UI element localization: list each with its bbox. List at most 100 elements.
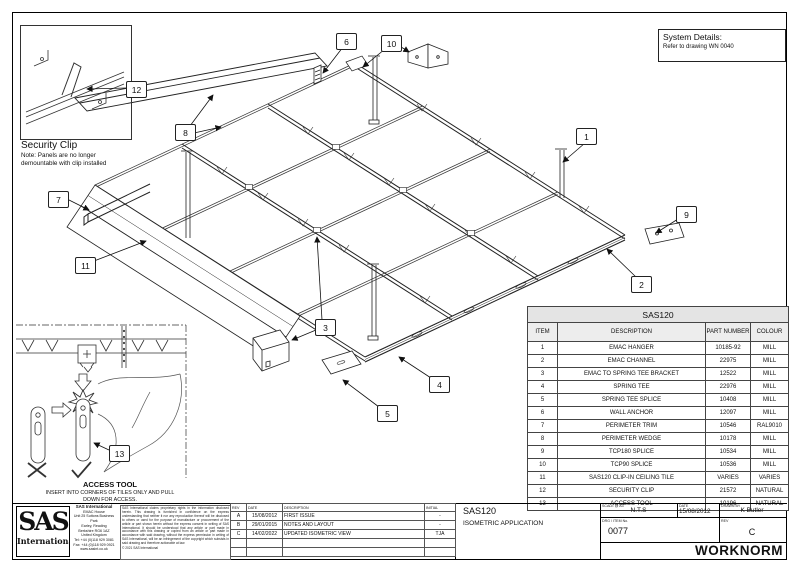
part-item: 6 xyxy=(527,406,558,420)
parts-table-title: SAS120 xyxy=(526,306,790,323)
part-item: 4 xyxy=(527,380,558,394)
address-line: Unit 25 Suttons Business Park xyxy=(73,514,115,524)
access-tool-note-1: INSERT INTO CORNERS OF TILES ONLY AND PU… xyxy=(45,490,175,496)
system-details-box: System Details: Refer to drawing WN 0040 xyxy=(658,29,786,62)
drg-item-label: DRG / ITEM No. xyxy=(602,519,629,523)
part-number: 10178 xyxy=(705,432,751,446)
col-colour: COLOUR xyxy=(749,322,790,342)
col-desc: DESCRIPTION xyxy=(557,322,706,342)
title-block-divider-3 xyxy=(600,503,601,559)
copyright-disclaimer: SAS International claims proprietary rig… xyxy=(120,505,231,560)
rev-desc: UPDATED ISOMETRIC VIEW xyxy=(282,529,425,539)
address-line: Berkshire RG6 1AZ xyxy=(78,528,110,533)
address-line: www.sasint.co.uk xyxy=(80,547,108,552)
part-colour: MILL xyxy=(749,354,790,368)
part-number: 10196 xyxy=(705,497,751,511)
company-logo: SAS International xyxy=(16,506,70,557)
balloon-7: 7 xyxy=(48,191,69,208)
balloon-2: 2 xyxy=(631,276,652,293)
drawn-by-value: K Butler xyxy=(740,507,764,514)
balloon-8: 8 xyxy=(175,124,196,141)
revision-row-empty xyxy=(230,547,456,557)
description-col: DESCRIPTION xyxy=(282,503,425,512)
parts-table-title-row: SAS120 xyxy=(526,306,790,323)
date-col: DATE xyxy=(246,503,283,512)
part-number: 10546 xyxy=(705,419,751,433)
address-line: Tel: +44 (0)118 929 3081 xyxy=(74,537,114,542)
part-item: 12 xyxy=(527,484,558,498)
part-colour: VARIES xyxy=(749,471,790,485)
balloon-9: 9 xyxy=(676,206,697,223)
revision-table: REV DATE DESCRIPTION INITIAL A 15/08/201… xyxy=(230,503,456,557)
date-label: DATE xyxy=(679,504,689,508)
rev-id: B xyxy=(230,520,247,530)
rev-date: 14/02/2022 xyxy=(246,529,283,539)
part-number: 22976 xyxy=(705,380,751,394)
part-colour: MILL xyxy=(749,393,790,407)
info-grid-line-2 xyxy=(600,542,787,543)
part-item: 5 xyxy=(527,393,558,407)
rev-id: C xyxy=(230,529,247,539)
part-desc: WALL ANCHOR xyxy=(557,406,706,420)
part-colour: MILL xyxy=(749,406,790,420)
part-number: 21572 xyxy=(705,484,751,498)
address-line: EMAC House xyxy=(83,509,105,514)
drg-item-value: 0077 xyxy=(608,526,629,536)
balloon-6: 6 xyxy=(336,33,357,50)
address-line: United Kingdom xyxy=(81,533,107,538)
part-number: 12522 xyxy=(705,367,751,381)
part-desc: EMAC TO SPRING TEE BRACKET xyxy=(557,367,706,381)
revision-row: A 15/08/2012 FIRST ISSUE - xyxy=(230,511,456,521)
rev-label: REV xyxy=(721,519,729,523)
part-item: 11 xyxy=(527,471,558,485)
scale-value: N.T.S xyxy=(630,507,647,514)
rev-value: C xyxy=(748,527,756,537)
part-item: 8 xyxy=(527,432,558,446)
sheet-border xyxy=(12,12,787,560)
parts-table-header-row: ITEM DESCRIPTION PART NUMBER COLOUR xyxy=(527,322,790,342)
info-grid-divider-1 xyxy=(677,503,678,517)
part-desc: TCP90 SPLICE xyxy=(557,458,706,472)
revision-header-row: REV DATE DESCRIPTION INITIAL xyxy=(230,503,456,512)
balloon-12: 12 xyxy=(126,81,147,98)
part-desc: PERIMETER WEDGE xyxy=(557,432,706,446)
rev-desc: NOTES AND LAYOUT xyxy=(282,520,425,530)
address-line: Fax: +44 (0)118 929 0921 xyxy=(73,542,115,547)
part-item: 2 xyxy=(527,354,558,368)
system-details-title: System Details: xyxy=(663,32,723,42)
balloon-1: 1 xyxy=(576,128,597,145)
access-tool-title: ACCESS TOOL xyxy=(82,480,138,489)
company-logo-subtext: International xyxy=(17,536,69,546)
company-logo-text: SAS xyxy=(18,507,69,536)
system-details-note: Refer to drawing WN 0040 xyxy=(663,44,734,50)
security-clip-note-1: Note: Panels are no longer xyxy=(21,152,96,159)
rev-date: 29/01/2015 xyxy=(246,520,283,530)
part-number: VARIES xyxy=(705,471,751,485)
balloon-10: 10 xyxy=(381,35,402,52)
date-value: 15/08/2012 xyxy=(679,508,711,515)
part-item: 3 xyxy=(527,367,558,381)
balloon-5: 5 xyxy=(377,405,398,422)
balloon-11: 11 xyxy=(75,257,96,274)
part-desc: SAS120 CLIP-IN CEILING TILE xyxy=(557,471,706,485)
revision-row: B 29/01/2015 NOTES AND LAYOUT - xyxy=(230,520,456,530)
address-line: Earley, Reading xyxy=(81,523,107,528)
drawing-title: SAS120 xyxy=(463,506,497,516)
parts-table: SAS120 ITEM DESCRIPTION PART NUMBER COLO… xyxy=(526,306,790,511)
part-item: 1 xyxy=(527,341,558,355)
revision-row: C 14/02/2022 UPDATED ISOMETRIC VIEW TJA xyxy=(230,529,456,539)
rev-initial: TJA xyxy=(424,529,456,539)
